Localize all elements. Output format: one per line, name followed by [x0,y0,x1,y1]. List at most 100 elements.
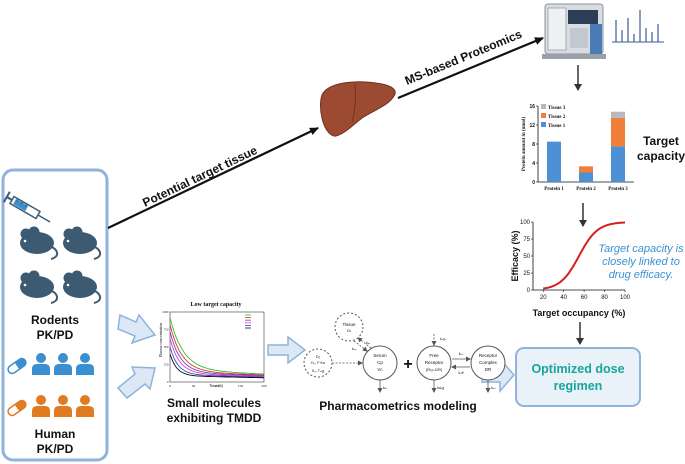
sig-x-tick-label: 80 [601,295,608,301]
k-off-label: kₒff [458,371,463,375]
mouse-ear [28,270,40,282]
human-label: Human [35,427,76,441]
serum-sub-2: Vc [377,367,383,372]
target-capacity-title-2: capacity [637,149,685,163]
plus-sign: + [403,356,412,373]
serum-label: Serum [373,353,387,358]
sig-x-tick-label: 20 [540,295,547,301]
tmdd-series-line [169,353,264,379]
bar-segment [547,141,561,182]
pill-half [14,400,26,412]
potential-target-tissue-label: Potential target tissue [140,143,259,210]
mouse-tail [50,246,59,260]
block-arrow-human [116,366,156,400]
person-head [80,353,90,363]
person-icon [76,395,94,417]
sig-curve [543,221,625,290]
person-head [80,395,90,405]
target-capacity-title-1: Target [643,134,679,148]
optimized-dose-line-1: Optimized dose [531,362,624,376]
mouse-icon [20,226,59,260]
tmdd-series-line [169,338,265,377]
bar-legend-label: Tissue 3 [548,106,566,111]
bar-category-label: Protein 2 [576,187,596,192]
tmdd-x-tick-label: 0 [169,384,171,388]
k-on-label: kₒₙ [459,352,464,356]
bar-segment [579,166,593,173]
efficacy-note-3: drug efficacy. [609,269,674,281]
mouse-tail [50,290,59,304]
bar-y-tick-label: 0 [532,180,535,186]
person-body [32,406,50,417]
tmdd-plot-xlabel: Time (h) [209,383,224,388]
tmdd-x-tick-label: 150 [238,384,244,388]
tmdd-series-line [169,317,265,375]
mouse-icon [63,226,102,260]
bar-y-tick-label: 4 [532,161,535,167]
sig-y-label: Efficacy (%) [510,230,520,281]
rodents-pkpd-label: PK/PD [37,328,74,342]
pharmacometrics-caption: Pharmacometrics modeling [319,399,476,413]
person-head [58,353,68,363]
k-pt-label: kₚₜ [366,341,370,345]
bar-segment [579,172,593,182]
optimized-dose-box [515,347,641,407]
mouse-ear [71,226,83,238]
free-receptor-label-1: Free [429,353,439,358]
rodents-label: Rodents [31,313,79,327]
bar-category-label: Protein 1 [544,187,564,192]
tmdd-series-line [169,346,264,378]
dose-label: D₀ [316,354,321,359]
tmdd-x-tick-label: 50 [192,384,196,388]
efficacy-note-2: closely linked to [602,256,680,268]
efficacy-note-1: Target capacity is [598,243,684,255]
tmdd-x-tick-label: 100 [214,384,220,388]
person-icon [32,353,50,375]
complex-label-3: DR [485,367,492,372]
tmdd-x-tick-label: 200 [261,384,267,388]
pill-icon [7,357,27,375]
person-body [76,406,94,417]
dose-sub: D₀, F·Ka [311,361,325,365]
optimized-dose-line-2: regimen [554,379,603,393]
sig-y-tick-label: 100 [520,220,531,226]
tmdd-y-tick-label: 0 [167,380,169,384]
dose-sub-2: Kₐ, Tₗₐg [312,369,324,373]
person-head [36,353,46,363]
bar-legend-label: Tissue 2 [548,115,566,120]
syringe-icon [2,191,51,223]
liver-icon [320,81,396,137]
sig-x-label: Target occupancy (%) [533,308,626,318]
mouse-eye [66,283,70,287]
sig-x-tick-label: 100 [620,295,631,301]
tmdd-y-tick-label: 1000 [162,310,169,314]
mouse-eye [66,239,70,243]
block-arrow-rodents [117,313,157,345]
mass-spectrum-icon [612,10,664,43]
sig-y-tick-label: 0 [527,288,531,294]
serum-sub-1: Cp [377,360,383,365]
person-body [32,364,50,375]
complex-label-1: Receptor [479,353,498,358]
tmdd-y-tick-label: 500 [164,345,169,349]
mouse-icon [20,270,59,304]
mouse-ear [71,270,83,282]
k-int-label: kᵢₙₜ [491,386,496,390]
person-icon [76,353,94,375]
tmdd-plot-ylabel: Plasma concentration [158,323,163,357]
sig-y-tick-label: 75 [523,237,530,243]
tissue-label: Tissue [342,322,356,327]
tmdd-series-line [169,331,265,377]
person-icon [32,395,50,417]
bar-y-tick-label: 16 [529,104,535,110]
free-receptor-label-3: (Rₜₒₜ-DR) [426,367,443,372]
tissue-compartment [334,312,364,342]
k-tp-label: kₜₚ [352,347,357,351]
bar-segment [611,117,625,147]
sig-x-tick-label: 60 [581,295,588,301]
sig-y-tick-label: 50 [523,254,530,260]
person-body [54,406,72,417]
